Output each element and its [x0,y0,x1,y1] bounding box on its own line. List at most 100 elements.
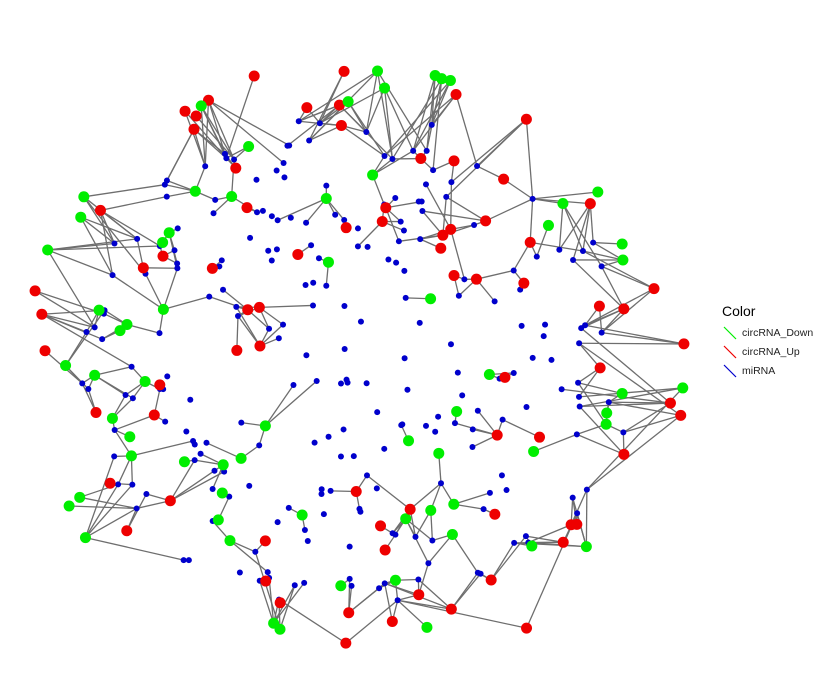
mirna-node [486,489,493,496]
mirna-node [410,147,417,154]
mirna-node [399,421,406,428]
circrna-up-node [437,229,449,241]
circrna-up-node [448,270,460,282]
mirna-node [301,527,308,534]
circrna-down-node [367,169,379,181]
circrna-up-node [404,503,416,515]
edge [578,342,682,416]
edge [184,110,206,167]
circrna-up-node [375,520,387,532]
circrna-up-node [39,345,51,357]
mirna-node [540,333,547,340]
edge [83,196,147,275]
circrna-up-node [413,589,425,601]
mirna-node [569,494,576,501]
edge [601,265,655,290]
legend-title: Color [722,303,756,319]
mirna-node [203,439,210,446]
mirna-node [354,225,361,232]
circrna-up-node [259,535,271,547]
mirna-node [111,453,118,460]
edge [397,599,428,628]
edge [100,209,161,247]
mirna-node [576,403,583,410]
mirna-node [363,472,370,479]
circrna-down-node [403,435,415,447]
circrna-down-node [448,498,460,510]
edge [319,71,345,124]
circrna-up-node [36,308,48,320]
mirna-node [417,236,424,243]
circrna-up-node [335,120,347,132]
edge [34,290,105,315]
nodes-layer [29,65,690,649]
circrna-up-node [253,301,265,313]
circrna-down-node [106,412,118,424]
mirna-node [115,481,122,488]
mirna-node [416,319,423,326]
mirna-node [210,210,217,217]
mirna-node [256,442,263,449]
edge [347,101,386,157]
mirna-node [341,217,348,224]
mirna-node [392,531,399,538]
edge [490,535,527,581]
mirna-node [111,240,118,247]
circrna-down-node [178,456,190,468]
mirna-node [548,356,555,363]
circrna-up-node [379,544,391,556]
edge [235,306,261,347]
edge [425,184,452,230]
mirna-node [85,386,92,393]
circrna-up-node [445,223,457,235]
mirna-node [432,428,439,435]
mirna-node [435,413,442,420]
edge [164,129,195,185]
mirna-node [234,313,241,320]
circrna-down-node [425,293,437,305]
mirna-node [291,582,298,589]
mirna-node [308,242,315,249]
edge [405,518,429,564]
edge [584,324,685,345]
mirna-node [474,407,481,414]
mirna-node [529,354,536,361]
mirna-node [247,234,254,241]
mirna-node [575,379,582,386]
mirna-node [218,257,225,264]
edge [287,104,340,147]
mirna-node [302,282,309,289]
mirna-node [511,539,518,546]
legend-line-icon [723,326,737,339]
mirna-node [605,399,612,406]
edge [530,241,584,252]
circrna-up-node [520,113,532,125]
mirna-node [332,211,339,218]
mirna-node [448,179,455,186]
edge [579,406,625,455]
edge [579,342,684,345]
mirna-node [129,395,136,402]
circrna-down-node [372,65,384,77]
mirna-node [374,409,381,416]
mirna-node [253,176,260,183]
mirna-node [183,428,190,435]
edge [528,541,587,548]
mirna-node [422,181,429,188]
edge [533,433,578,453]
edge [236,316,239,351]
edge [163,296,210,311]
circrna-down-node [320,192,332,204]
mirna-node [320,511,327,518]
edge [572,203,591,261]
circrna-down-node [677,382,689,394]
mirna-node [265,247,272,254]
mirna-node [418,198,425,205]
circrna-down-node [616,387,628,399]
mirna-node [156,330,163,337]
circrna-down-node [296,509,308,521]
mirna-node [306,137,313,144]
mirna-node [459,392,466,399]
edge [84,456,115,538]
